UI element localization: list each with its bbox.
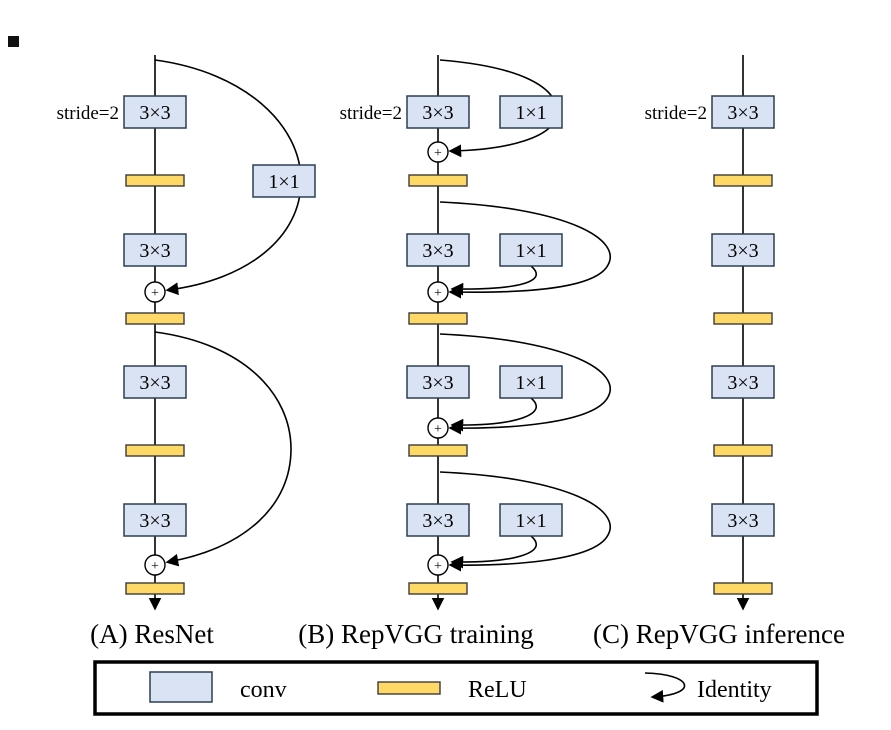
plus-sign: + — [434, 422, 442, 437]
conv1x1-branch-curve — [450, 397, 537, 432]
conv3x3-box — [123, 233, 187, 267]
relu-bar — [713, 444, 773, 457]
conv1x1-box — [252, 164, 316, 198]
column-repvgg-inference: stride=2 3×3 3×3 3×3 3×3 (C) RepVGG infe… — [593, 55, 845, 649]
conv1x1-box — [499, 365, 563, 399]
conv1x1-label: 1×1 — [515, 102, 546, 124]
relu-bar — [713, 582, 773, 595]
conv3x3-label: 3×3 — [727, 102, 758, 124]
legend: conv ReLU Identity — [93, 660, 819, 716]
conv1x1-label: 1×1 — [515, 372, 546, 394]
add-node — [427, 417, 449, 439]
add-node — [427, 281, 449, 303]
relu-bar — [408, 582, 468, 595]
stride-label: stride=2 — [340, 103, 402, 124]
conv3x3-label: 3×3 — [422, 102, 453, 124]
conv3x3-label: 3×3 — [139, 510, 170, 532]
legend-identity-label: Identity — [697, 677, 772, 703]
column-repvgg-training: stride=2 3×3 1×1 + 3×3 1×1 + 3×3 1×1 + 3… — [298, 55, 611, 649]
conv3x3-label: 3×3 — [727, 510, 758, 532]
identity-shortcut-curve — [154, 331, 292, 567]
identity-shortcut-curve — [439, 333, 611, 435]
add-node — [144, 281, 166, 303]
stride-label: stride=2 — [645, 103, 707, 124]
plus-sign: + — [434, 146, 442, 161]
conv3x3-label: 3×3 — [422, 240, 453, 262]
legend-border — [93, 660, 819, 716]
conv3x3-box — [123, 95, 187, 129]
relu-bar — [408, 312, 468, 325]
conv3x3-box — [711, 233, 775, 267]
conv3x3-label: 3×3 — [139, 372, 170, 394]
conv3x3-box — [711, 365, 775, 399]
relu-bar — [125, 312, 185, 325]
identity-shortcut-curve — [439, 201, 611, 299]
relu-bar — [713, 312, 773, 325]
conv1x1-box — [499, 503, 563, 537]
add-node — [427, 554, 449, 576]
conv3x3-box — [406, 503, 470, 537]
conv1x1-label: 1×1 — [515, 510, 546, 532]
conv3x3-label: 3×3 — [422, 510, 453, 532]
relu-bar — [125, 582, 185, 595]
conv1x1-label: 1×1 — [268, 171, 299, 193]
legend-identity-icon — [644, 672, 686, 703]
conv3x3-label: 3×3 — [139, 102, 170, 124]
plus-sign: + — [434, 286, 442, 301]
relu-bar — [125, 174, 185, 187]
legend-relu-swatch — [377, 681, 441, 695]
stride-label: stride=2 — [57, 103, 119, 124]
legend-relu-label: ReLU — [468, 677, 527, 703]
conv3x3-box — [711, 95, 775, 129]
caption-repvgg-inference: (C) RepVGG inference — [593, 619, 845, 649]
conv3x3-label: 3×3 — [727, 240, 758, 262]
corner-mark — [8, 36, 19, 47]
conv1x1-branch-curve — [450, 535, 537, 569]
conv3x3-box — [406, 95, 470, 129]
conv3x3-box — [123, 365, 187, 399]
plus-sign: + — [151, 559, 159, 574]
plus-sign: + — [151, 286, 159, 301]
caption-repvgg-training: (B) RepVGG training — [298, 619, 533, 649]
conv1x1-box — [499, 233, 563, 267]
conv3x3-box — [123, 503, 187, 537]
conv3x3-box — [406, 365, 470, 399]
identity-shortcut-curve — [439, 471, 611, 572]
conv1x1-box — [499, 95, 563, 129]
caption-resnet: (A) ResNet — [90, 619, 214, 649]
conv3x3-label: 3×3 — [727, 372, 758, 394]
add-node — [427, 141, 449, 163]
legend-conv-label: conv — [240, 677, 287, 703]
conv3x3-label: 3×3 — [139, 240, 170, 262]
plus-sign: + — [434, 559, 442, 574]
relu-bar — [408, 174, 468, 187]
conv3x3-box — [406, 233, 470, 267]
conv1x1-branch-curve — [450, 265, 537, 296]
column-resnet: stride=2 3×3 1×1 3×3 + 3×3 3×3 + (A) Res… — [57, 55, 316, 649]
conv3x3-label: 3×3 — [422, 372, 453, 394]
relu-bar — [713, 174, 773, 187]
relu-bar — [125, 444, 185, 457]
add-node — [144, 554, 166, 576]
conv1x1-label: 1×1 — [515, 240, 546, 262]
conv3x3-box — [711, 503, 775, 537]
relu-bar — [408, 444, 468, 457]
legend-conv-swatch — [149, 671, 213, 703]
